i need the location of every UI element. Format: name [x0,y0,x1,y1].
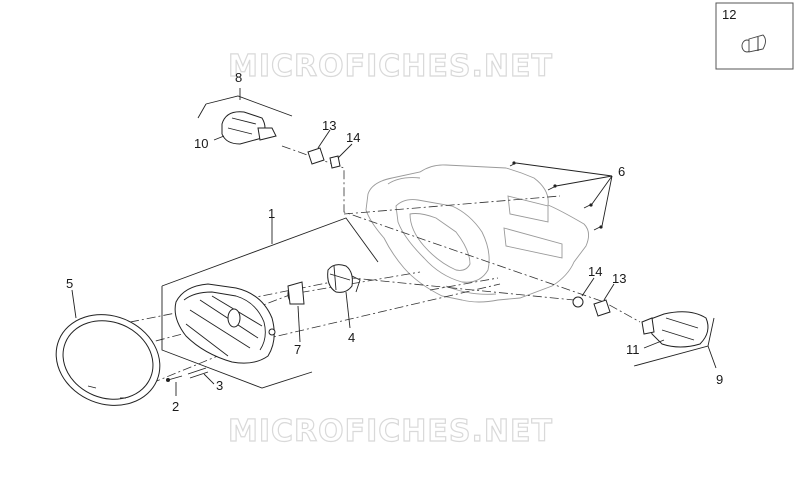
leader-13-right [603,283,615,301]
leader-7 [297,305,301,343]
callout-2: 2 [172,399,179,414]
screw-2 [166,375,183,382]
callout-7: 7 [294,342,301,357]
socket-4 [327,264,361,293]
callout-11: 11 [626,342,640,357]
grommet-14-right [572,296,584,308]
leader-13-left [317,129,331,149]
watermark-bottom: MICROFICHES.NET [228,414,553,449]
leader-11 [643,339,665,349]
inset-box-12: 12 [715,2,794,70]
callout-9: 9 [716,372,723,387]
screw-6-c [583,203,593,209]
bulb-inset-icon [741,34,766,53]
screw-6-a [509,161,517,167]
watermark-top: MICROFICHES.NET [228,49,553,84]
leader-5 [71,289,77,319]
leader-4 [345,291,351,329]
screw-6-b [547,184,557,191]
left-indicator [221,111,277,145]
handlebar-cover [365,164,589,303]
spring-3 [187,367,209,379]
bracket-8 [205,95,293,117]
callout-13-left: 13 [322,118,336,133]
inset-number: 12 [722,7,736,22]
callout-5: 5 [66,276,73,291]
callout-1: 1 [268,206,275,221]
bulb-holder-13-right [593,299,611,317]
callout-8: 8 [235,70,242,85]
callout-14-right: 14 [588,264,602,279]
right-indicator [641,311,709,348]
screw-6-d [593,225,603,231]
bulb-7 [287,281,305,305]
headlight-housing [174,283,276,364]
callout-13-right: 13 [612,271,626,286]
callout-4: 4 [348,330,355,345]
leader-9 [707,345,717,369]
leader-10 [213,135,225,141]
headlight-rim [55,314,161,406]
grommet-14-left [329,155,341,169]
leader-14-right [581,277,595,297]
leaders-6 [515,162,613,227]
leader-3 [203,373,215,385]
bulb-holder-13-left [307,147,325,165]
callout-6: 6 [618,164,625,179]
callout-3: 3 [216,378,223,393]
bracket-8-end [197,103,207,119]
callout-10: 10 [194,136,208,151]
headlight-assembly-bracket [161,217,379,389]
callout-14-left: 14 [346,130,360,145]
leader-14-left [337,143,353,159]
